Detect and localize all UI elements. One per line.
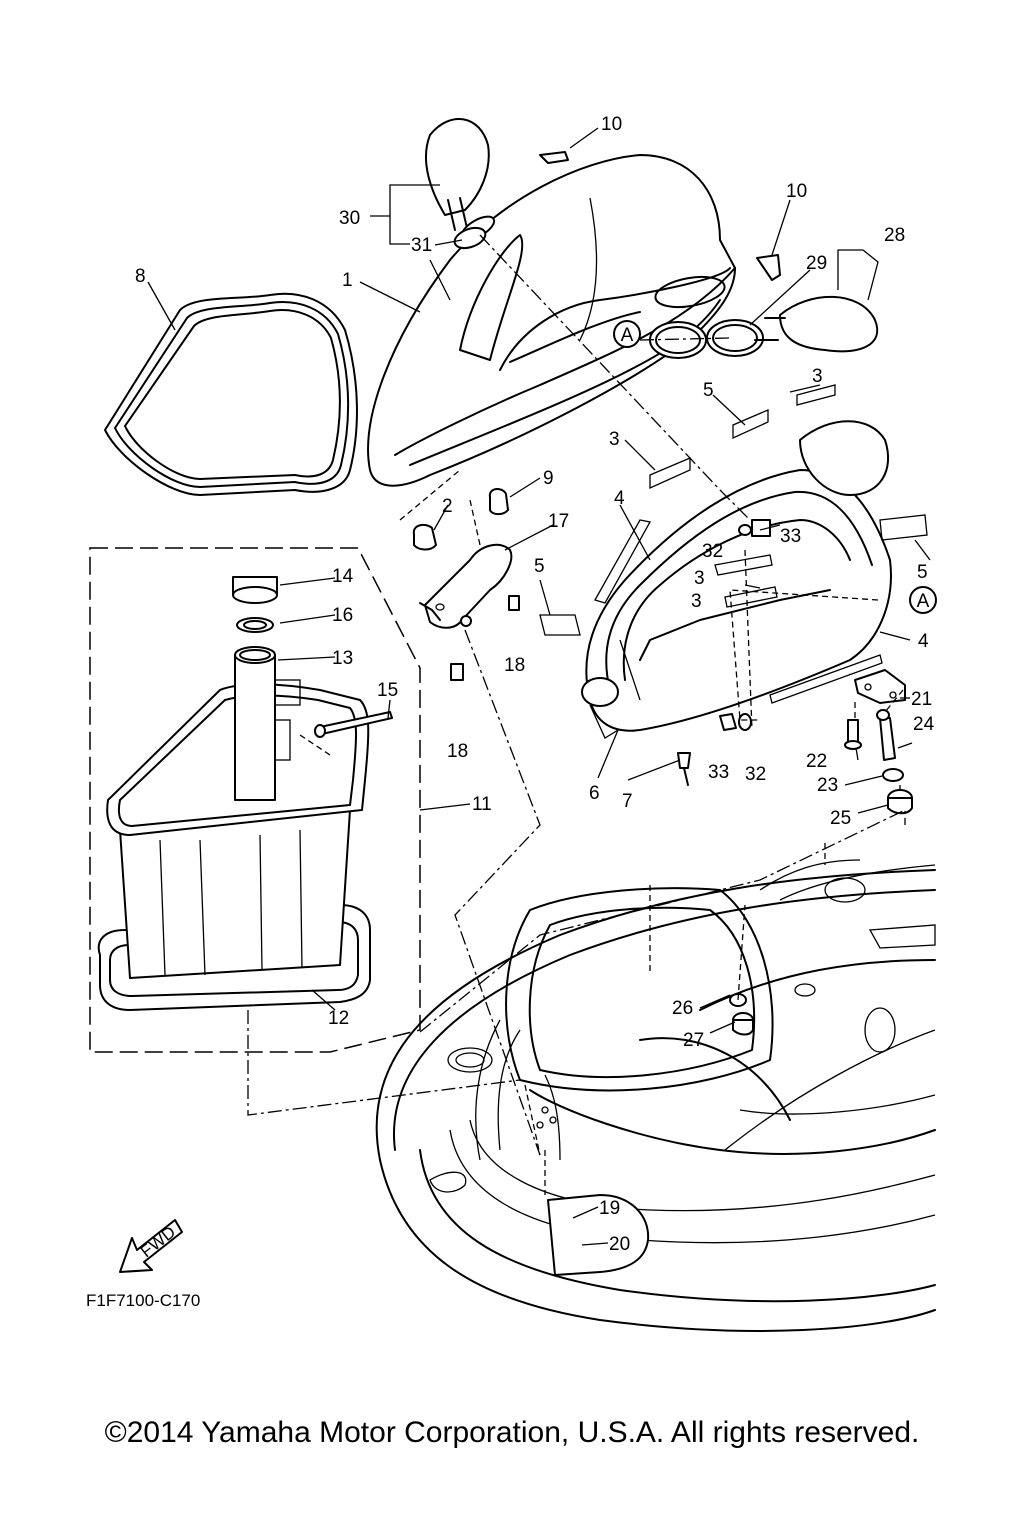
label-19: 19 (599, 1198, 620, 1219)
leader-lines (147, 127, 931, 1246)
clip-top (539, 151, 569, 164)
label-18a: 18 (504, 655, 525, 676)
clip-right (756, 254, 781, 281)
label-26: 26 (672, 998, 693, 1019)
part-labels: 1 2 3 3 3 3 4 4 5 5 5 6 7 8 9 10 10 11 1… (135, 114, 935, 1255)
ref-marker-a-upper: A (613, 320, 641, 348)
label-32a: 32 (702, 541, 723, 562)
copyright-notice: ©2014 Yamaha Motor Corporation, U.S.A. A… (104, 1416, 920, 1449)
label-24: 24 (913, 714, 935, 735)
label-22: 22 (806, 751, 827, 772)
svg-text:A: A (621, 325, 634, 346)
decals (539, 384, 928, 704)
backrest (424, 118, 496, 241)
assembly-lines (247, 234, 906, 1195)
label-5c: 5 (917, 562, 928, 583)
label-33b: 33 (708, 762, 729, 783)
label-4b: 4 (918, 631, 929, 652)
fwd-arrow: FWD (119, 1219, 183, 1273)
label-3b: 3 (812, 366, 823, 387)
label-3a: 3 (609, 429, 620, 450)
backrest-gasket (453, 226, 487, 250)
ref-marker-a-lower: A (909, 586, 937, 614)
figure-code: F1F7100-C170 (86, 1291, 200, 1310)
label-6: 6 (589, 783, 600, 804)
label-12: 12 (328, 1008, 349, 1029)
label-8: 8 (135, 266, 146, 287)
glove-box (581, 420, 892, 739)
label-15: 15 (377, 680, 398, 701)
label-18b: 18 (447, 741, 468, 762)
label-5b: 5 (534, 556, 545, 577)
label-7: 7 (622, 791, 633, 812)
hull-deck (375, 859, 936, 1332)
label-25: 25 (830, 808, 851, 829)
lid-gasket (104, 292, 358, 496)
label-9: 9 (543, 468, 554, 489)
label-1: 1 (342, 270, 353, 291)
label-33a: 33 (780, 526, 801, 547)
label-23: 23 (817, 775, 838, 796)
label-11: 11 (472, 794, 492, 815)
label-10a: 10 (601, 114, 622, 135)
label-3d: 3 (691, 591, 702, 612)
front-cover (367, 154, 736, 487)
label-31: 31 (411, 235, 432, 256)
label-4a: 4 (614, 488, 625, 509)
label-3c: 3 (694, 568, 705, 589)
label-5a: 5 (703, 380, 714, 401)
storage-bin (97, 576, 393, 1011)
label-32b: 32 (745, 764, 766, 785)
label-20: 20 (609, 1234, 630, 1255)
label-13: 13 (332, 648, 353, 669)
label-10b: 10 (786, 181, 807, 202)
label-17: 17 (548, 511, 569, 532)
label-14: 14 (332, 566, 354, 587)
label-16: 16 (332, 605, 353, 626)
fasteners (547, 669, 913, 1276)
hinge-assembly (412, 488, 520, 681)
label-29: 29 (806, 253, 827, 274)
label-27: 27 (683, 1030, 704, 1051)
label-2: 2 (442, 496, 453, 517)
side-cover (649, 295, 878, 359)
label-30: 30 (339, 208, 360, 229)
label-21: 21 (911, 689, 932, 710)
bin-group-box (89, 547, 421, 1053)
label-28: 28 (884, 225, 905, 246)
svg-text:A: A (917, 591, 930, 612)
